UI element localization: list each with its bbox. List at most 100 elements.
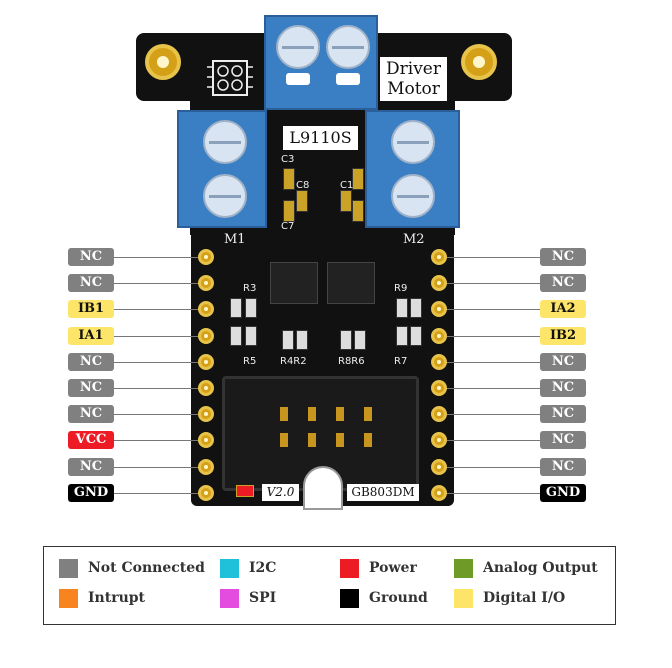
pin-leader-line xyxy=(446,414,540,416)
silk-r4r2: R4R2 xyxy=(280,356,307,367)
header-pin xyxy=(336,433,344,447)
pin-pad-left-8 xyxy=(198,432,214,449)
pin-pad-right-6 xyxy=(431,380,447,396)
pin-label-left-5: NC xyxy=(68,352,114,371)
legend-swatch-digital-io xyxy=(454,589,473,608)
legend-label-not-connected: Not Connected xyxy=(88,560,205,576)
pin-label-right-8: NC xyxy=(540,431,586,450)
pin-pad-right-5 xyxy=(431,353,447,370)
legend-swatch-power xyxy=(340,559,359,578)
driver-chip-2 xyxy=(327,262,375,304)
terminal-motor-m1 xyxy=(177,110,267,228)
chip-label: L9110S xyxy=(283,126,358,150)
resistor xyxy=(410,326,422,346)
capacitor xyxy=(283,200,295,222)
pin-label-right-2: NC xyxy=(540,274,586,293)
pin-leader-line xyxy=(114,492,200,494)
pin-label-left-8: VCC xyxy=(68,431,114,450)
pin-leader-line xyxy=(446,492,540,494)
silk-m2: M2 xyxy=(403,232,425,247)
resistor xyxy=(282,330,294,350)
legend-swatch-analog-output xyxy=(454,559,473,578)
pin-leader-line xyxy=(446,440,540,442)
pin-label-left-10: GND xyxy=(68,483,114,502)
pin-label-right-7: NC xyxy=(540,405,586,424)
resistor xyxy=(396,326,408,346)
pin-label-right-9: NC xyxy=(540,457,586,476)
pin-label-right-3: IA2 xyxy=(540,300,586,319)
pin-leader-line xyxy=(446,257,540,258)
silk-r5: R5 xyxy=(243,356,257,367)
silk-r9: R9 xyxy=(394,283,408,294)
terminal-motor-m2 xyxy=(365,110,460,228)
pin-leader-line xyxy=(446,388,540,389)
pin-leader-line xyxy=(446,335,540,337)
mounting-slot xyxy=(303,466,343,510)
pin-label-left-2: NC xyxy=(68,274,114,293)
pin-leader-line xyxy=(114,414,200,416)
resistor xyxy=(296,330,308,350)
silk-r3: R3 xyxy=(243,283,257,294)
header-pin xyxy=(280,407,288,421)
board-title-line2: Motor xyxy=(387,79,440,99)
power-led xyxy=(236,485,254,497)
silk-c7: C7 xyxy=(281,221,295,232)
pin-pad-right-9 xyxy=(431,458,447,475)
board-title-line1: Driver xyxy=(386,59,441,79)
pin-label-left-6: NC xyxy=(68,379,114,397)
pin-pad-left-3 xyxy=(198,301,214,318)
legend-label-spi: SPI xyxy=(249,590,277,606)
mounting-hole-right xyxy=(461,44,497,80)
pin-leader-line xyxy=(446,361,540,363)
pin-pad-left-7 xyxy=(198,406,214,423)
legend-swatch-not-connected xyxy=(59,559,78,578)
pin-pad-right-4 xyxy=(431,327,447,344)
header-pin xyxy=(280,433,288,447)
legend-label-analog-output: Analog Output xyxy=(483,560,598,576)
resistor xyxy=(396,298,408,318)
board-part-number: GB803DM xyxy=(347,484,419,501)
silk-c8: C8 xyxy=(296,180,310,191)
capacitor xyxy=(352,200,364,222)
screw-icon xyxy=(276,25,320,69)
resistor xyxy=(354,330,366,350)
pin-label-left-7: NC xyxy=(68,405,114,424)
pin-label-left-9: NC xyxy=(68,457,114,476)
legend-label-interrupt: Intrupt xyxy=(88,590,146,606)
pin-leader-line xyxy=(114,283,200,285)
pin-label-right-4: IB2 xyxy=(540,326,586,345)
legend-label-ground: Ground xyxy=(369,590,428,606)
silk-c1: C1 xyxy=(340,180,354,191)
pin-label-right-5: NC xyxy=(540,352,586,371)
silk-m1: M1 xyxy=(224,232,246,247)
pin-leader-line xyxy=(114,335,200,337)
legend-swatch-i2c xyxy=(220,559,239,578)
capacitor xyxy=(296,190,308,212)
led xyxy=(410,298,422,318)
pin-leader-line xyxy=(114,440,200,442)
screw-icon xyxy=(391,174,435,218)
silk-c3: C3 xyxy=(281,154,295,165)
pin-leader-line xyxy=(114,466,200,468)
pin-pad-left-4 xyxy=(198,327,214,344)
pin-pad-left-9 xyxy=(198,458,214,475)
capacitor xyxy=(340,190,352,212)
resistor xyxy=(340,330,352,350)
terminal-power-input xyxy=(264,15,378,110)
pin-pad-right-3 xyxy=(431,301,447,318)
pin-label-left-1: NC xyxy=(68,248,114,266)
pin-pad-right-2 xyxy=(431,275,447,292)
resistor xyxy=(245,326,257,346)
mounting-hole-left xyxy=(145,44,181,80)
pin-label-left-4: IA1 xyxy=(68,326,114,345)
legend-swatch-ground xyxy=(340,589,359,608)
screw-icon xyxy=(203,120,247,164)
legend-label-power: Power xyxy=(369,560,417,576)
header-pin xyxy=(308,407,316,421)
screw-icon xyxy=(391,120,435,164)
pin-leader-line xyxy=(446,309,540,311)
legend-swatch-interrupt xyxy=(59,589,78,608)
pin-leader-line xyxy=(446,283,540,285)
led xyxy=(230,326,242,346)
board-version: V2.0 xyxy=(262,484,299,501)
